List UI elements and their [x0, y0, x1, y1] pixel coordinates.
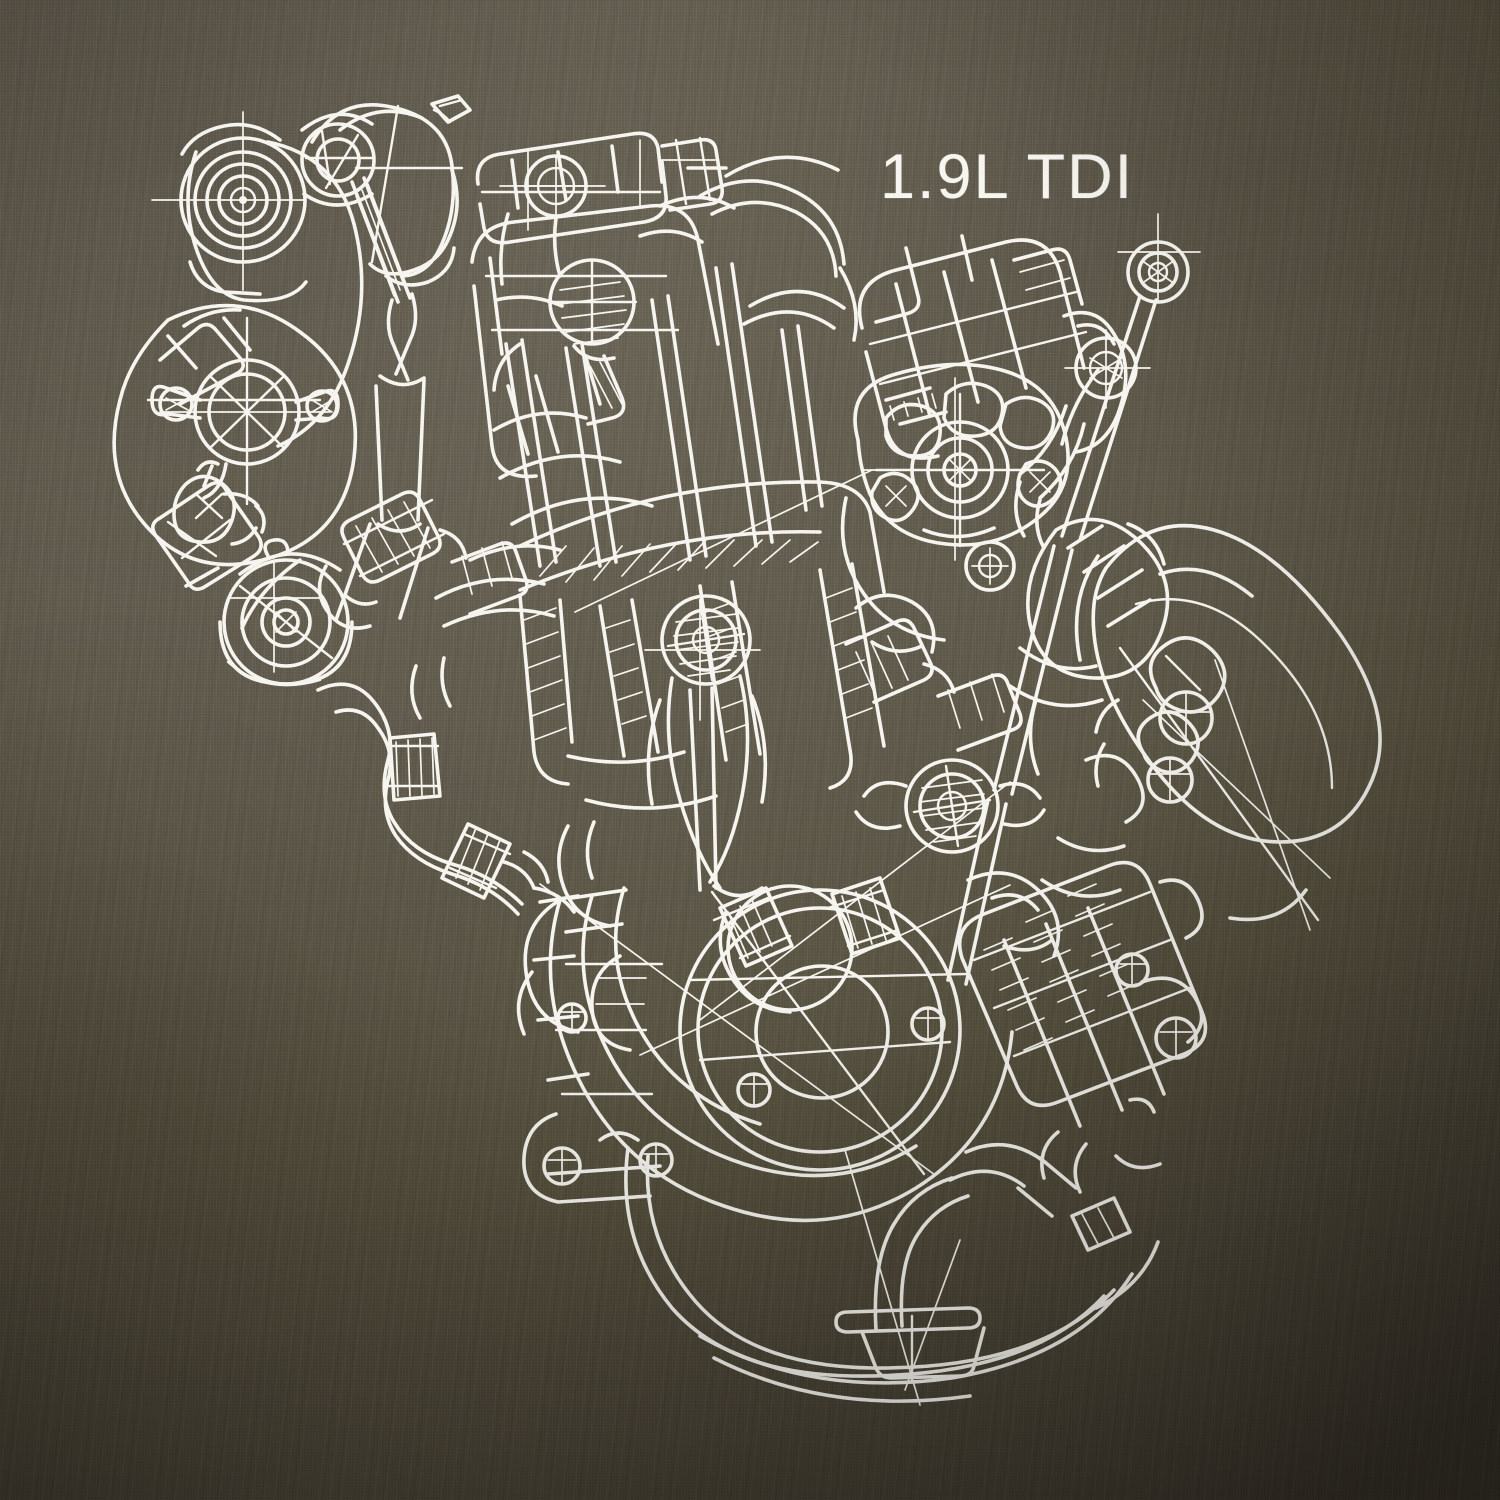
block-front-face: [410, 544, 562, 720]
sump-return-pipe: [873, 1142, 1078, 1332]
engine-title-text: 1.9L TDI: [880, 142, 1135, 212]
rear-manifold-stub: [844, 593, 1023, 752]
oil-cooler-block: [957, 860, 1208, 1252]
oil-dipstick: [946, 240, 1190, 986]
crankshaft-pulley-assembly: [112, 303, 358, 567]
idler-pulley-lower: [218, 537, 354, 686]
turbo-housing-top: [310, 94, 472, 287]
upper-left-sensor: [317, 490, 529, 630]
coolant-hose: [316, 682, 576, 916]
valve-train: [492, 195, 774, 568]
oil-filter-fittings: [1094, 636, 1227, 804]
intake-manifold: [475, 131, 728, 286]
flywheel-disc: [678, 884, 968, 1176]
oil-drain-plug: [834, 1306, 986, 1382]
flywheel-bolts: [712, 876, 902, 968]
belt-tensioner-lower: [172, 460, 266, 546]
pump-mount-bracket: [1014, 310, 1138, 550]
starter-motor-hint: [966, 871, 1061, 958]
oil-filter-canister: [1074, 523, 1382, 922]
block-side-bracket: [556, 820, 647, 1052]
injection-pump-body: [857, 234, 1088, 460]
lower-right-bracket: [1028, 698, 1204, 1044]
second-piston: [854, 758, 1046, 854]
crankcase-left-flange: [516, 898, 674, 1204]
accessory-bracket-left: [151, 481, 263, 591]
alternator-pulley-assembly: [179, 122, 308, 303]
injector-lines: [698, 155, 858, 512]
piston-and-connecting-rod: [646, 594, 768, 898]
drive-belt: [226, 140, 364, 687]
oil-sump-pan: [624, 1146, 1160, 1403]
filter-mount-housing: [1008, 517, 1170, 708]
vacuum-pump: [840, 362, 1070, 642]
